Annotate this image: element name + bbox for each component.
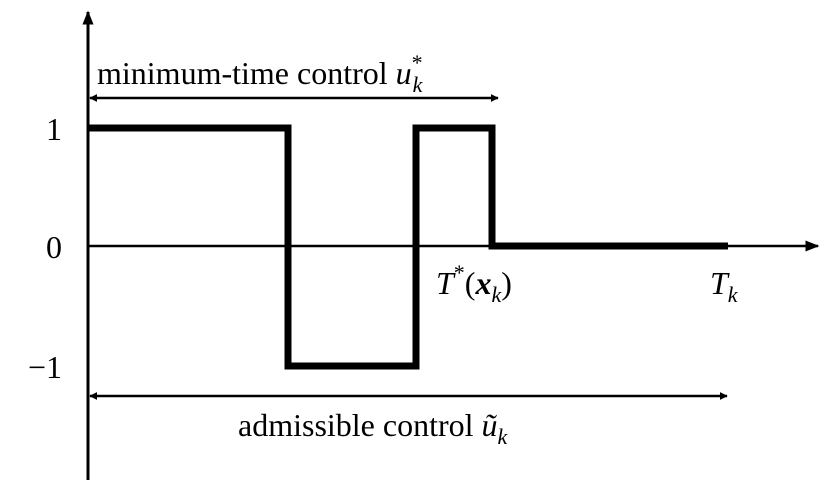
t-k-label: Tk (710, 265, 739, 307)
t-star-superscript: * (454, 260, 465, 285)
tick-one-label: 1 (46, 111, 62, 147)
t-k-T: T (710, 265, 730, 301)
t-star-open-paren: ( (465, 265, 476, 301)
min-time-text: minimum-time control (97, 55, 396, 91)
tick-zero-label: 0 (46, 229, 62, 265)
t-star-subscript: k (491, 282, 502, 307)
min-time-superscript: * (412, 50, 423, 75)
t-star-label: T*(xk) (436, 260, 512, 307)
t-star-T: T (436, 265, 456, 301)
min-time-subscript: k (413, 72, 424, 97)
t-star-close-paren: ) (501, 265, 512, 301)
admissible-symbol: ũ (482, 407, 498, 443)
control-signal (88, 124, 728, 370)
tick-neg-one-label: −1 (28, 349, 62, 385)
min-time-label: minimum-time control u*k (97, 50, 424, 97)
min-time-symbol: u (396, 55, 412, 91)
admissible-text: admissible control (238, 407, 482, 443)
t-k-subscript: k (728, 282, 739, 307)
t-star-x: x (474, 265, 491, 301)
admissible-label: admissible control ũk (238, 407, 509, 449)
admissible-subscript: k (498, 424, 509, 449)
